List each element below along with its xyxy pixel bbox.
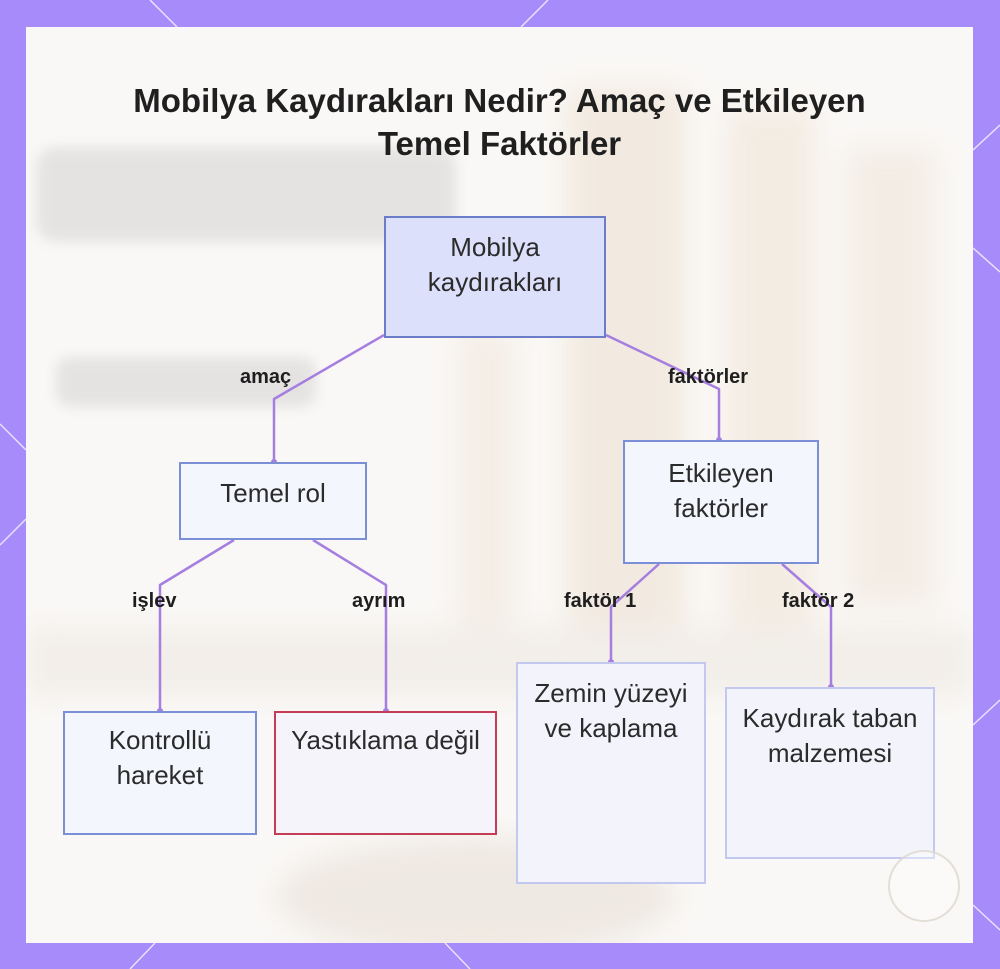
- connectors: [157, 333, 834, 714]
- edge-label-faktor-2: faktör 2: [782, 590, 855, 612]
- edge-root-to-factors: [605, 333, 721, 440]
- background-photo: [26, 87, 973, 943]
- edge-root-to-role: [272, 333, 385, 462]
- edge-role-to-not-cushion: [312, 538, 388, 711]
- diagram-title: Mobilya Kaydırakları Nedir? Amaç ve Etki…: [133, 82, 866, 162]
- node-label: Etkileyen faktörler: [668, 458, 774, 523]
- node-yastiklama-degil: Yastıklama değil: [274, 711, 497, 835]
- node-kontrollu-hareket: Kontrollü hareket: [63, 711, 257, 835]
- edge-label-faktor-1: faktör 1: [564, 590, 637, 612]
- node-zemin-yuzeyi: Zemin yüzeyi ve kaplama: [516, 662, 706, 884]
- node-label: Temel rol: [220, 478, 326, 508]
- node-label: Kontrollü hareket: [108, 725, 212, 790]
- edge-label-amac: amaç: [240, 366, 292, 388]
- node-label: Mobilya kaydırakları: [427, 232, 563, 297]
- edge-factors-to-floor: [609, 563, 660, 662]
- edge-label-islev: işlev: [132, 590, 177, 612]
- edge-label-faktorler: faktörler: [668, 366, 749, 388]
- node-kaydirak-taban: Kaydırak taban malzemesi: [725, 687, 935, 859]
- edge-label-ayrim: ayrım: [352, 590, 406, 612]
- edge-factors-to-material: [781, 563, 833, 687]
- node-etkileyen-faktorler: Etkileyen faktörler: [623, 440, 819, 564]
- watermark-logo: [888, 850, 960, 922]
- node-temel-rol: Temel rol: [179, 462, 367, 540]
- diagram-panel: Mobilya Kaydırakları Nedir? Amaç ve Etki…: [26, 27, 973, 943]
- node-label: Yastıklama değil: [291, 725, 480, 755]
- node-label: Zemin yüzeyi ve kaplama: [534, 678, 688, 743]
- node-mobilya-kaydiraklari: Mobilya kaydırakları: [384, 216, 606, 338]
- node-label: Kaydırak taban malzemesi: [742, 703, 918, 768]
- edge-role-to-controlled: [158, 538, 235, 711]
